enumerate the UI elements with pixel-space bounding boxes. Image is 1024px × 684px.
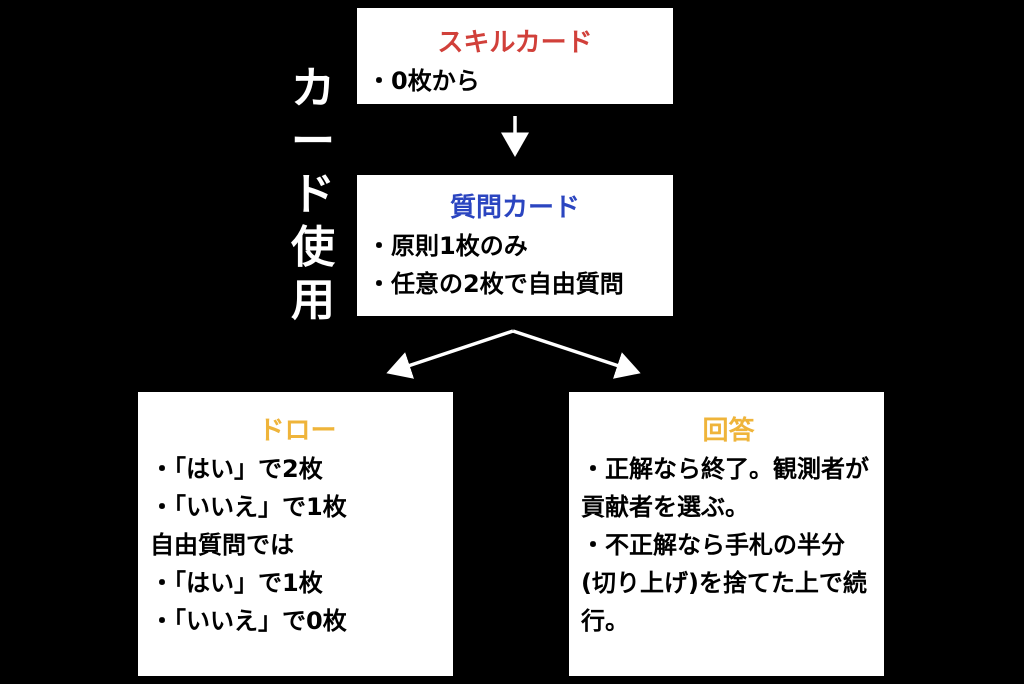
question-card-line: ・任意の2枚で自由質問 bbox=[367, 270, 624, 298]
draw-line: ・「はい」で2枚 bbox=[150, 455, 323, 483]
draw-line: 自由質問では bbox=[150, 531, 294, 559]
draw-line: ・「はい」で1枚 bbox=[150, 569, 323, 597]
skill-card-title: スキルカード bbox=[437, 28, 593, 58]
draw-line: ・「いいえ」で0枚 bbox=[150, 607, 347, 635]
draw-title: ドロー bbox=[258, 416, 337, 446]
answer-title: 回答 bbox=[702, 416, 755, 446]
question-card-title: 質問カード bbox=[449, 193, 580, 223]
answer-box: 回答 ・正解なら終了。観測者が貢献者を選ぶ。 ・不正解なら手札の半分(切り上げ)… bbox=[569, 392, 884, 676]
skill-card-line: ・0枚から bbox=[367, 67, 480, 95]
draw-line: ・「いいえ」で1枚 bbox=[150, 493, 347, 521]
question-card-line: ・原則1枚のみ bbox=[367, 232, 528, 260]
skill-card-box: スキルカード ・0枚から bbox=[357, 8, 673, 104]
answer-line: ・正解なら終了。観測者が貢献者を選ぶ。 bbox=[581, 455, 869, 521]
draw-box: ドロー ・「はい」で2枚 ・「いいえ」で1枚 自由質問では ・「はい」で1枚 ・… bbox=[138, 392, 453, 676]
arrow-question-to-answer bbox=[512, 329, 641, 379]
answer-line: ・不正解なら手札の半分(切り上げ)を捨てた上で続行。 bbox=[581, 531, 867, 635]
card-use-label: カ ー ド 使 用 bbox=[291, 63, 335, 326]
question-card-box: 質問カード ・原則1枚のみ ・任意の2枚で自由質問 bbox=[357, 175, 673, 316]
arrow-question-to-draw bbox=[386, 329, 514, 379]
